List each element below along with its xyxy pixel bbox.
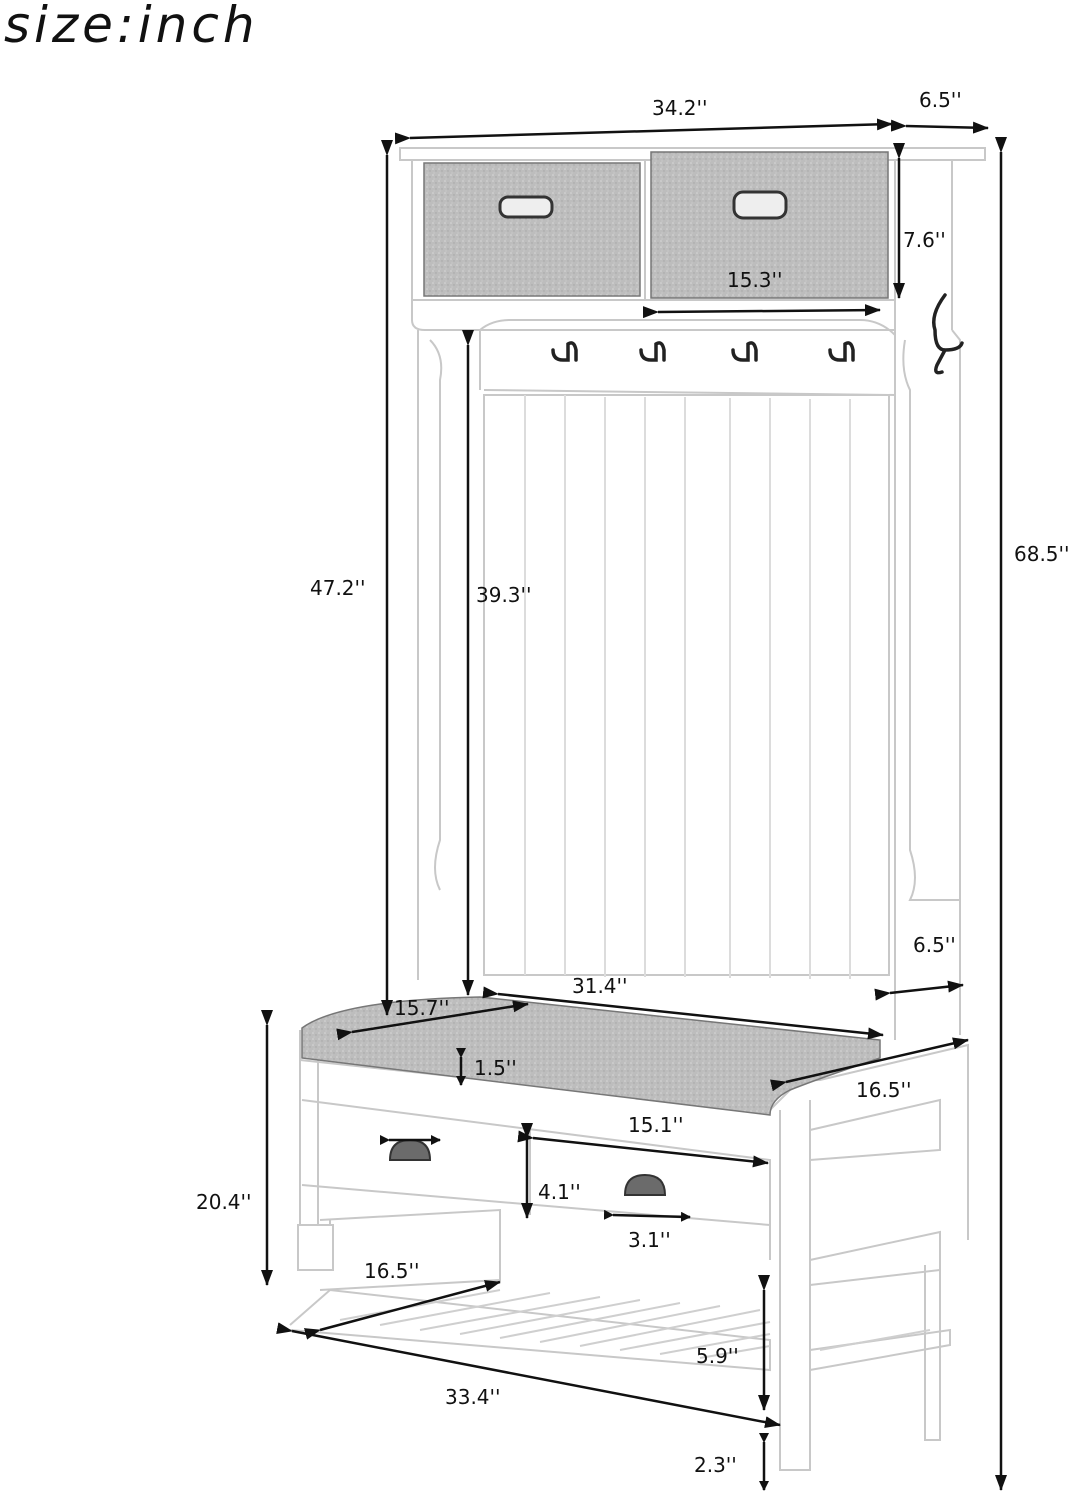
overall-height-label: 68.5'' (1014, 542, 1070, 566)
cup-handle-icon (388, 1138, 432, 1161)
cup-handle-icon (623, 1173, 667, 1196)
shelf-clearance-label: 5.9'' (696, 1344, 739, 1368)
floor-clearance-label: 2.3'' (694, 1453, 737, 1477)
side-depth-label: 6.5'' (913, 933, 956, 957)
panel-height-label: 39.3'' (476, 583, 532, 607)
cushion-thickness-label: 1.5'' (474, 1056, 517, 1080)
page-title: size:inch (4, 0, 259, 54)
drawer-height-label: 4.1'' (538, 1180, 581, 1204)
bin-handle-icon (732, 190, 788, 220)
fabric-bin-right (650, 151, 889, 299)
beadboard-lines (524, 395, 851, 979)
coat-hooks (551, 293, 964, 375)
hook-icon (731, 341, 758, 362)
fabric-bin-left (423, 162, 641, 297)
overall-width-label: 34.2'' (652, 96, 708, 120)
bin-width-label: 15.3'' (727, 268, 783, 292)
dimension-lines (261, 118, 1007, 1491)
seat-width-label: 31.4'' (572, 974, 628, 998)
cushion-depth-label: 15.7'' (394, 996, 450, 1020)
bin-handle-icon (498, 195, 554, 219)
bench-height-label: 20.4'' (196, 1190, 252, 1214)
hook-icon (551, 341, 578, 362)
shelf-depth-label: 16.5'' (364, 1259, 420, 1283)
drawer-width-label: 15.1'' (628, 1113, 684, 1137)
hook-icon (639, 341, 666, 362)
hook-icon (828, 341, 855, 362)
side-hook-icon (932, 293, 964, 375)
bench-depth-label: 16.5'' (856, 1078, 912, 1102)
seat-cushion (301, 996, 881, 1116)
shelf-width-label: 33.4'' (445, 1385, 501, 1409)
handle-width-label: 3.1'' (628, 1228, 671, 1252)
back-height-label: 47.2'' (310, 576, 366, 600)
top-depth-label: 6.5'' (919, 88, 962, 112)
bin-height-label: 7.6'' (903, 228, 946, 252)
upper-frame (399, 147, 986, 1040)
